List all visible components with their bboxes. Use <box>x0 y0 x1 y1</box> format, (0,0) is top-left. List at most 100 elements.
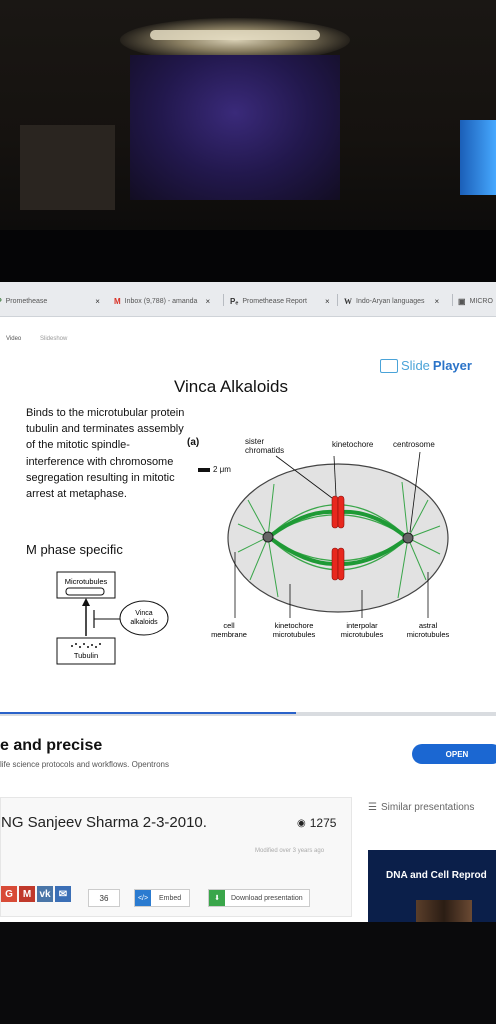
close-icon[interactable]: × <box>95 296 100 306</box>
share-count: 36 <box>88 889 120 907</box>
shelf <box>20 125 115 210</box>
label-interpolar-2: microtubules <box>341 630 384 639</box>
tab-micro[interactable]: ▣ MICRO <box>458 290 493 312</box>
label-cell: cell <box>223 621 235 630</box>
figure-panel-label: (a) <box>187 437 199 448</box>
close-icon[interactable]: × <box>434 296 440 306</box>
tab-label: Inbox (9,788) - amanda <box>124 297 198 305</box>
astral-microtubules <box>237 481 441 599</box>
vinca-label: Vinca <box>135 610 152 617</box>
blue-light <box>460 120 496 195</box>
label-kinetochore-mt: kinetochore <box>275 621 314 630</box>
email-icon[interactable]: ✉ <box>55 886 71 902</box>
tab-promethease[interactable]: ℙ Promethease × <box>0 290 100 312</box>
promethease-icon: ℙ <box>0 297 2 306</box>
kinetochore-microtubules <box>268 509 408 566</box>
presentation-title: NG Sanjeev Sharma 2-3-2010. <box>1 814 207 831</box>
tubulin-dots <box>71 643 101 648</box>
card-title: DNA and Cell Reprod <box>386 870 487 881</box>
scale-bar <box>198 468 210 472</box>
similar-label: Similar presentations <box>380 802 475 813</box>
label-kinetochore: kinetochore <box>332 440 374 449</box>
tab-label: Indo-Aryan languages <box>356 297 425 305</box>
slide-body: Binds to the microtubular protein tubuli… <box>26 407 185 501</box>
tab-bar: ℙ Promethease × M Inbox (9,788) - amanda… <box>0 282 496 317</box>
label-chromatids: chromatids <box>245 446 284 455</box>
microtubule-glyph <box>65 587 105 596</box>
label-centrosome: centrosome <box>393 440 435 449</box>
tab-gmail[interactable]: M Inbox (9,788) - amanda × <box>114 290 210 312</box>
chromosomes <box>331 495 345 581</box>
cell-ellipse <box>227 463 449 613</box>
slideplayer-icon <box>380 358 398 373</box>
monitor-bezel <box>0 230 496 282</box>
slide-phase-label: M phase specific <box>26 542 123 557</box>
tab-label: Promethease Report <box>242 297 307 305</box>
mail-icon[interactable]: M <box>19 886 35 902</box>
centrosome-left <box>262 531 274 543</box>
ad-subline[interactable]: life science protocols and workflows. Op… <box>0 760 169 769</box>
open-button[interactable]: OPEN <box>412 744 496 764</box>
code-icon: </> <box>135 890 151 906</box>
label-astral-2: microtubules <box>407 630 450 639</box>
vinca-ellipse <box>119 600 169 636</box>
tab-wikipedia[interactable]: W Indo-Aryan languages × <box>344 290 439 312</box>
slide-figures: (a) sister chromatids kinetochore centro… <box>56 437 450 665</box>
ad-headline[interactable]: e and precise <box>0 737 103 754</box>
google-plus-icon[interactable]: G <box>1 886 17 902</box>
tab-promethease-report[interactable]: Pₑ Promethease Report × <box>230 290 330 312</box>
share-buttons: G M vk ✉ <box>1 886 71 904</box>
similar-presentations-header[interactable]: ☰ Similar presentations <box>368 802 474 813</box>
tubulin-label: Tubulin <box>74 651 98 660</box>
microtubules-label: Microtubules <box>65 577 108 586</box>
view-switcher: Video Slideshow <box>0 334 496 348</box>
download-icon: ⬇ <box>209 890 225 906</box>
slide-progress-bar[interactable] <box>0 712 496 716</box>
tab-separator <box>223 294 224 306</box>
label-interpolar: interpolar <box>346 621 378 630</box>
download-button[interactable]: ⬇ Download presentation <box>208 889 310 907</box>
embed-button[interactable]: </> Embed <box>134 889 191 907</box>
purple-curtain <box>130 55 340 200</box>
tab-slideshow[interactable]: Slideshow <box>40 336 68 342</box>
eye-icon: ◉ <box>297 817 306 829</box>
similar-presentation-card[interactable]: DNA and Cell Reprod <box>368 850 496 922</box>
centrosome-right <box>402 532 414 544</box>
vk-icon[interactable]: vk <box>37 886 53 902</box>
ceiling-lamp <box>150 30 320 40</box>
label-astral: astral <box>419 621 438 630</box>
tab-label: MICRO <box>469 297 493 305</box>
modified-date: Modified over 3 years ago <box>255 848 325 854</box>
scale-label: 2 μm <box>213 465 231 474</box>
view-count-value: 1275 <box>309 816 337 830</box>
presentation-panel: NG Sanjeev Sharma 2-3-2010. ◉ 1275 Modif… <box>0 797 352 917</box>
slide-title: Vinca Alkaloids <box>173 377 289 396</box>
close-icon[interactable]: × <box>205 296 211 306</box>
logo-slide-text: Slide <box>401 358 430 373</box>
tab-video[interactable]: Video <box>6 336 22 342</box>
tubulin-box <box>56 637 116 665</box>
monitor-bottom-bezel <box>0 922 496 1024</box>
label-kinetochore-mt-2: microtubules <box>273 630 316 639</box>
list-icon: ☰ <box>368 802 377 813</box>
embed-label: Embed <box>159 894 182 902</box>
download-label: Download presentation <box>231 894 303 902</box>
gmail-icon: M <box>114 296 121 306</box>
leader-lines <box>234 451 429 618</box>
close-icon[interactable]: × <box>324 296 330 306</box>
page-icon: ▣ <box>458 296 466 306</box>
browser-screen: ℙ Promethease × M Inbox (9,788) - amanda… <box>0 282 496 922</box>
view-count: ◉ 1275 <box>297 816 336 830</box>
slide-progress-fill <box>0 712 296 714</box>
alkaloids-label: alkaloids <box>130 619 158 626</box>
arrow-up-icon <box>82 598 90 606</box>
label-membrane: membrane <box>211 630 247 639</box>
label-sister: sister <box>245 437 264 446</box>
wikipedia-icon: W <box>344 296 352 306</box>
tab-label: Promethease <box>5 297 48 305</box>
ceiling-lamp-glow <box>120 18 350 62</box>
promethease-report-icon: Pₑ <box>230 296 239 306</box>
tab-separator <box>452 294 453 306</box>
